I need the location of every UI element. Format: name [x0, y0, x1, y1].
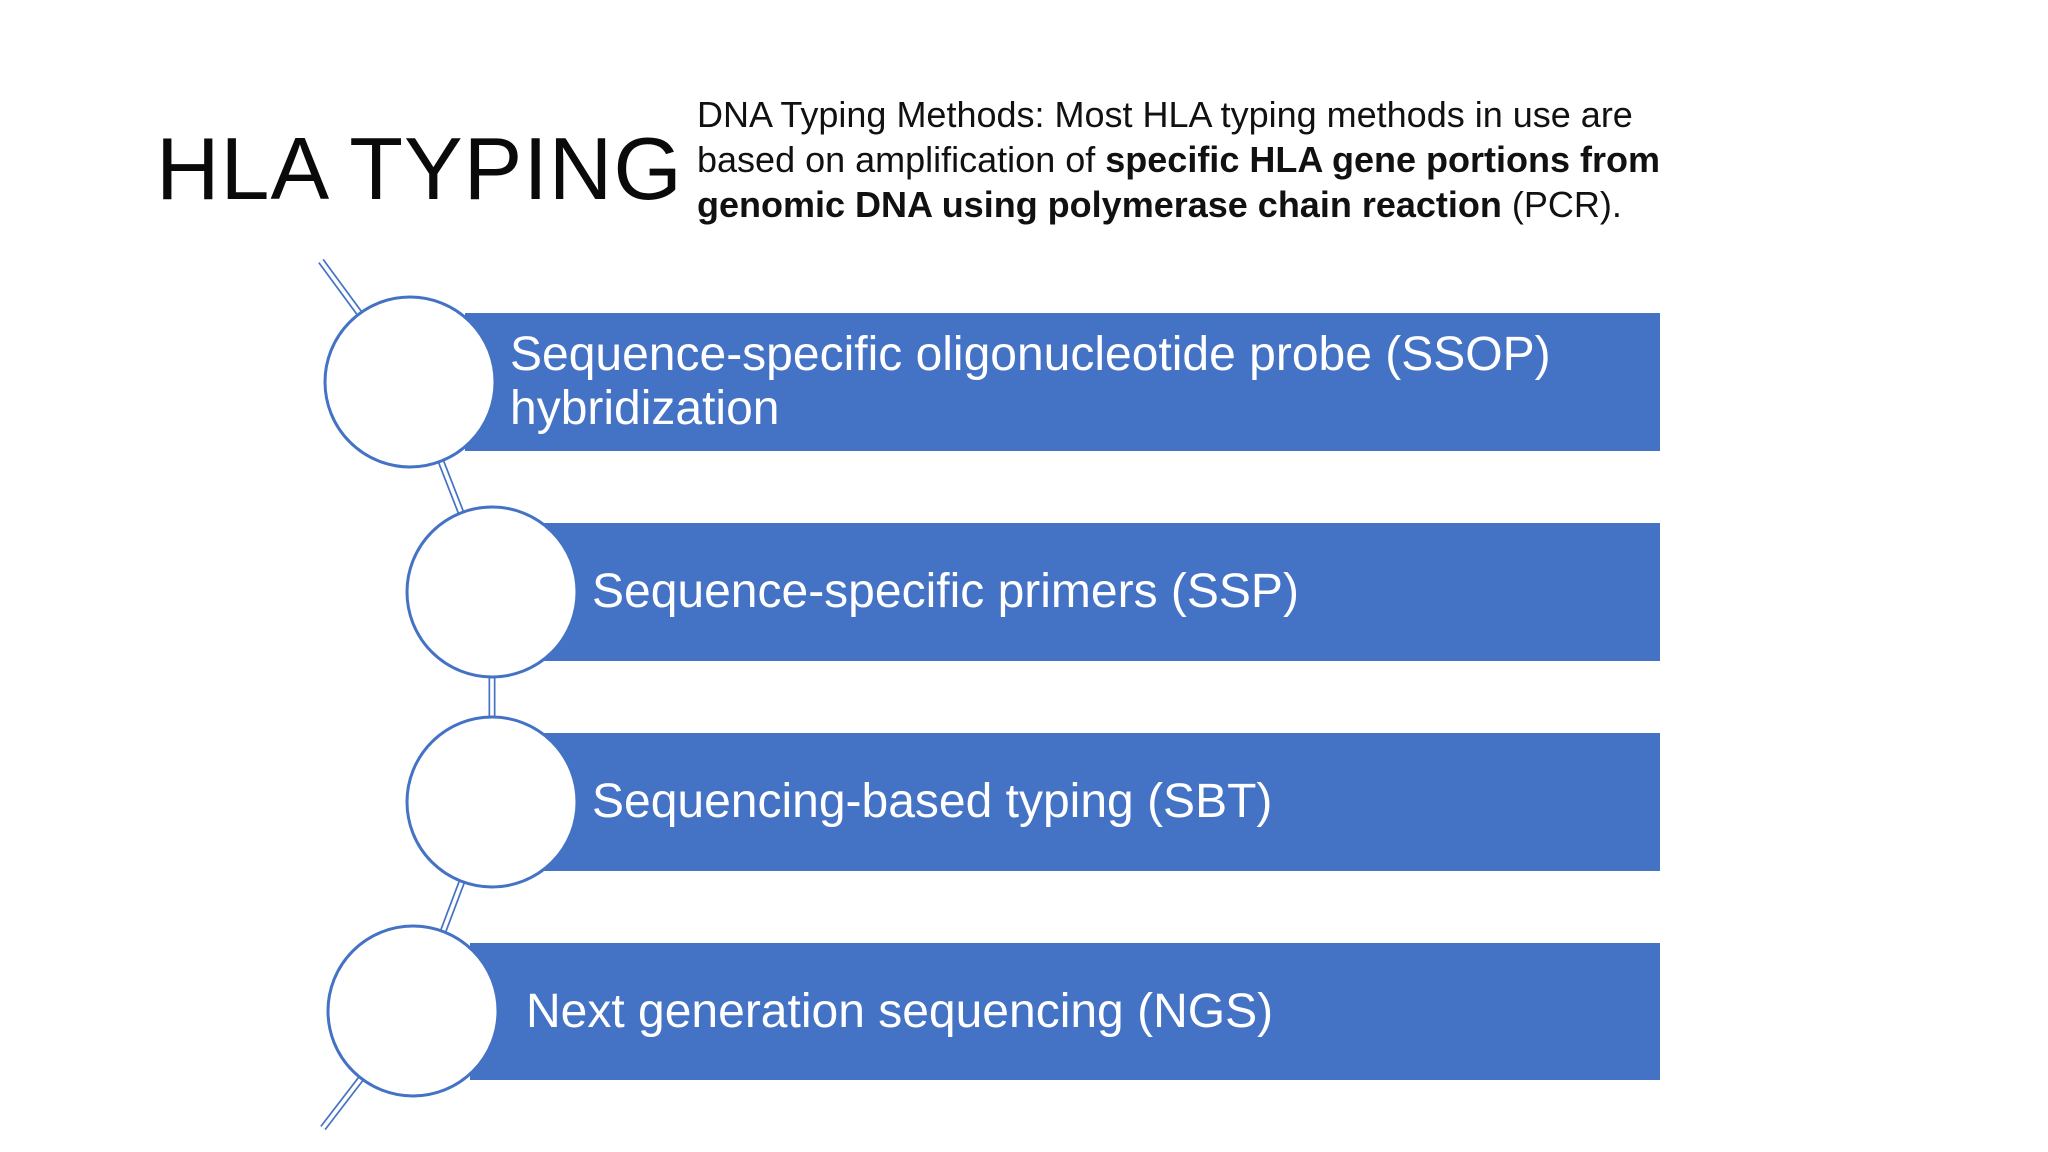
- method-label-ssp: Sequence-specific primers (SSP): [592, 565, 1299, 619]
- method-label-ngs: Next generation sequencing (NGS): [526, 984, 1274, 1038]
- description-line-1: DNA Typing Methods: Most HLA typing meth…: [697, 94, 1633, 135]
- method-label-sbt: Sequencing-based typing (SBT): [592, 775, 1273, 829]
- method-bar-ssop: Sequence-specific oligonucleotide probe …: [465, 313, 1660, 451]
- method-bar-ssp: Sequence-specific primers (SSP): [540, 523, 1660, 661]
- slide-title: HLA TYPING: [156, 119, 683, 218]
- slide-description: DNA Typing Methods: Most HLA typing meth…: [697, 92, 1677, 227]
- method-bar-sbt: Sequencing-based typing (SBT): [540, 733, 1660, 871]
- method-bar-ngs: Next generation sequencing (NGS): [470, 943, 1660, 1080]
- description-line-3: genomic DNA using polymerase chain react…: [697, 184, 1622, 225]
- method-label-ssop: Sequence-specific oligonucleotide probe …: [510, 328, 1551, 435]
- description-line-2: based on amplification of specific HLA g…: [697, 139, 1660, 180]
